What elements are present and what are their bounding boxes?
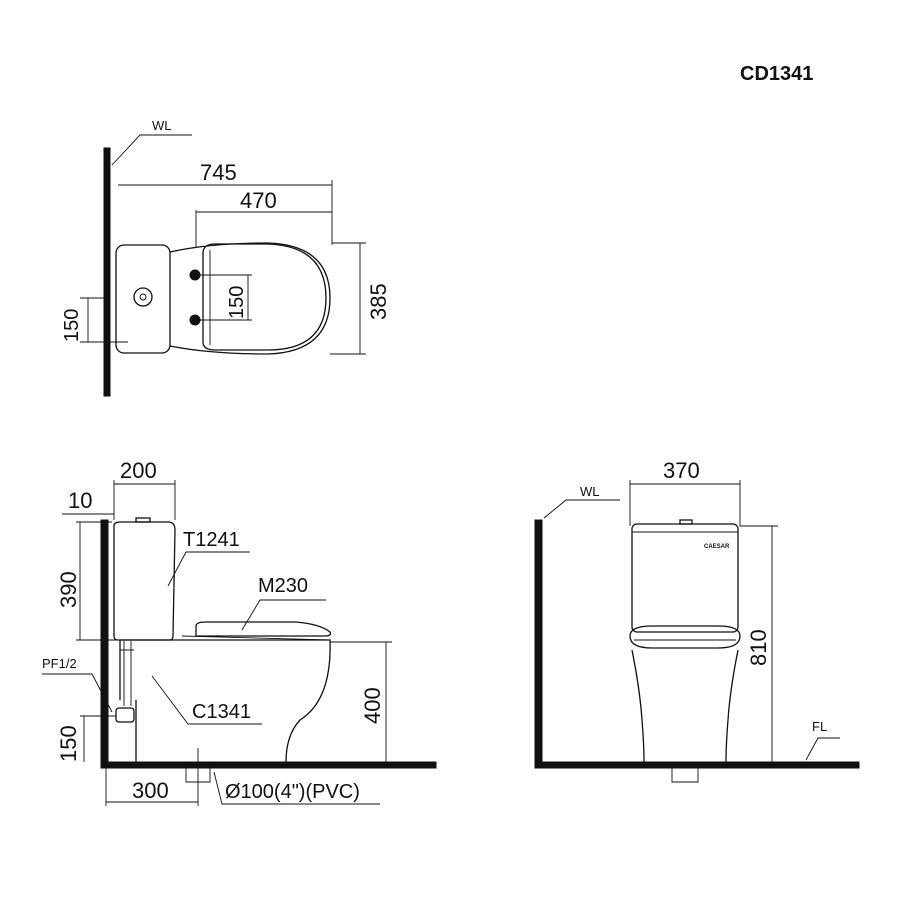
- dim-400: 400: [360, 687, 385, 724]
- front-floor: [534, 761, 860, 769]
- top-view: WL 745 470 150 385 150: [61, 118, 391, 397]
- front-view: WL FL 370 CAESAR 810: [534, 458, 860, 783]
- front-wall-leader: [543, 499, 620, 519]
- side-view: 200 10 390 150 PF1/2 T1241 M230: [42, 458, 437, 806]
- dim-hinge-150: 150: [226, 286, 248, 319]
- dim-10: 10: [68, 488, 92, 513]
- side-tank-button: [135, 517, 151, 523]
- top-wall: [103, 147, 111, 397]
- model-code: CD1341: [740, 63, 813, 85]
- top-tank: [115, 244, 171, 354]
- dim-370: 370: [663, 458, 700, 483]
- dim-385: 385: [366, 283, 391, 320]
- front-tank: [631, 523, 739, 633]
- side-seat: [195, 621, 332, 637]
- top-seat: [202, 243, 327, 351]
- stop-valve: [115, 707, 135, 723]
- dim-470: 470: [240, 188, 277, 213]
- side-floor: [100, 761, 437, 769]
- front-bowl: [631, 649, 739, 763]
- hinge-top: [189, 269, 201, 281]
- dim-390: 390: [56, 571, 81, 608]
- seat-label: M230: [258, 575, 308, 597]
- dim-wall-150: 150: [61, 309, 83, 342]
- brand-logo: CAESAR: [704, 544, 730, 550]
- tank-label: T1241: [183, 529, 240, 551]
- floor-label: FL: [812, 719, 827, 734]
- dim-810: 810: [746, 629, 771, 666]
- side-wall: [100, 519, 109, 769]
- hinge-bottom: [189, 314, 201, 326]
- top-bowl-outline: [169, 242, 331, 355]
- tank-leader: [167, 551, 250, 587]
- front-wall: [534, 519, 543, 769]
- flush-button: [133, 287, 153, 307]
- dim-745: 745: [200, 160, 237, 185]
- valve-label: PF1/2: [42, 656, 77, 671]
- bowl-label: C1341: [192, 701, 251, 723]
- dim-300: 300: [132, 778, 169, 803]
- dim-200: 200: [120, 458, 157, 483]
- front-drain: [671, 768, 699, 783]
- top-wall-leader: [111, 134, 192, 166]
- floor-leader: [805, 737, 840, 761]
- dim-valve-150: 150: [56, 725, 81, 762]
- front-tank-button: [679, 519, 693, 525]
- supply-pipe: [120, 641, 134, 706]
- drain-leader: [213, 771, 380, 805]
- valve-leader: [42, 673, 113, 713]
- seat-leader: [241, 599, 326, 631]
- bowl-leader: [151, 675, 262, 725]
- front-seat: [629, 625, 741, 649]
- front-wall-label: WL: [580, 484, 600, 499]
- side-tank: [113, 521, 176, 641]
- top-wall-label: WL: [152, 118, 172, 133]
- drain-label: Ø100(4")(PVC): [225, 781, 360, 803]
